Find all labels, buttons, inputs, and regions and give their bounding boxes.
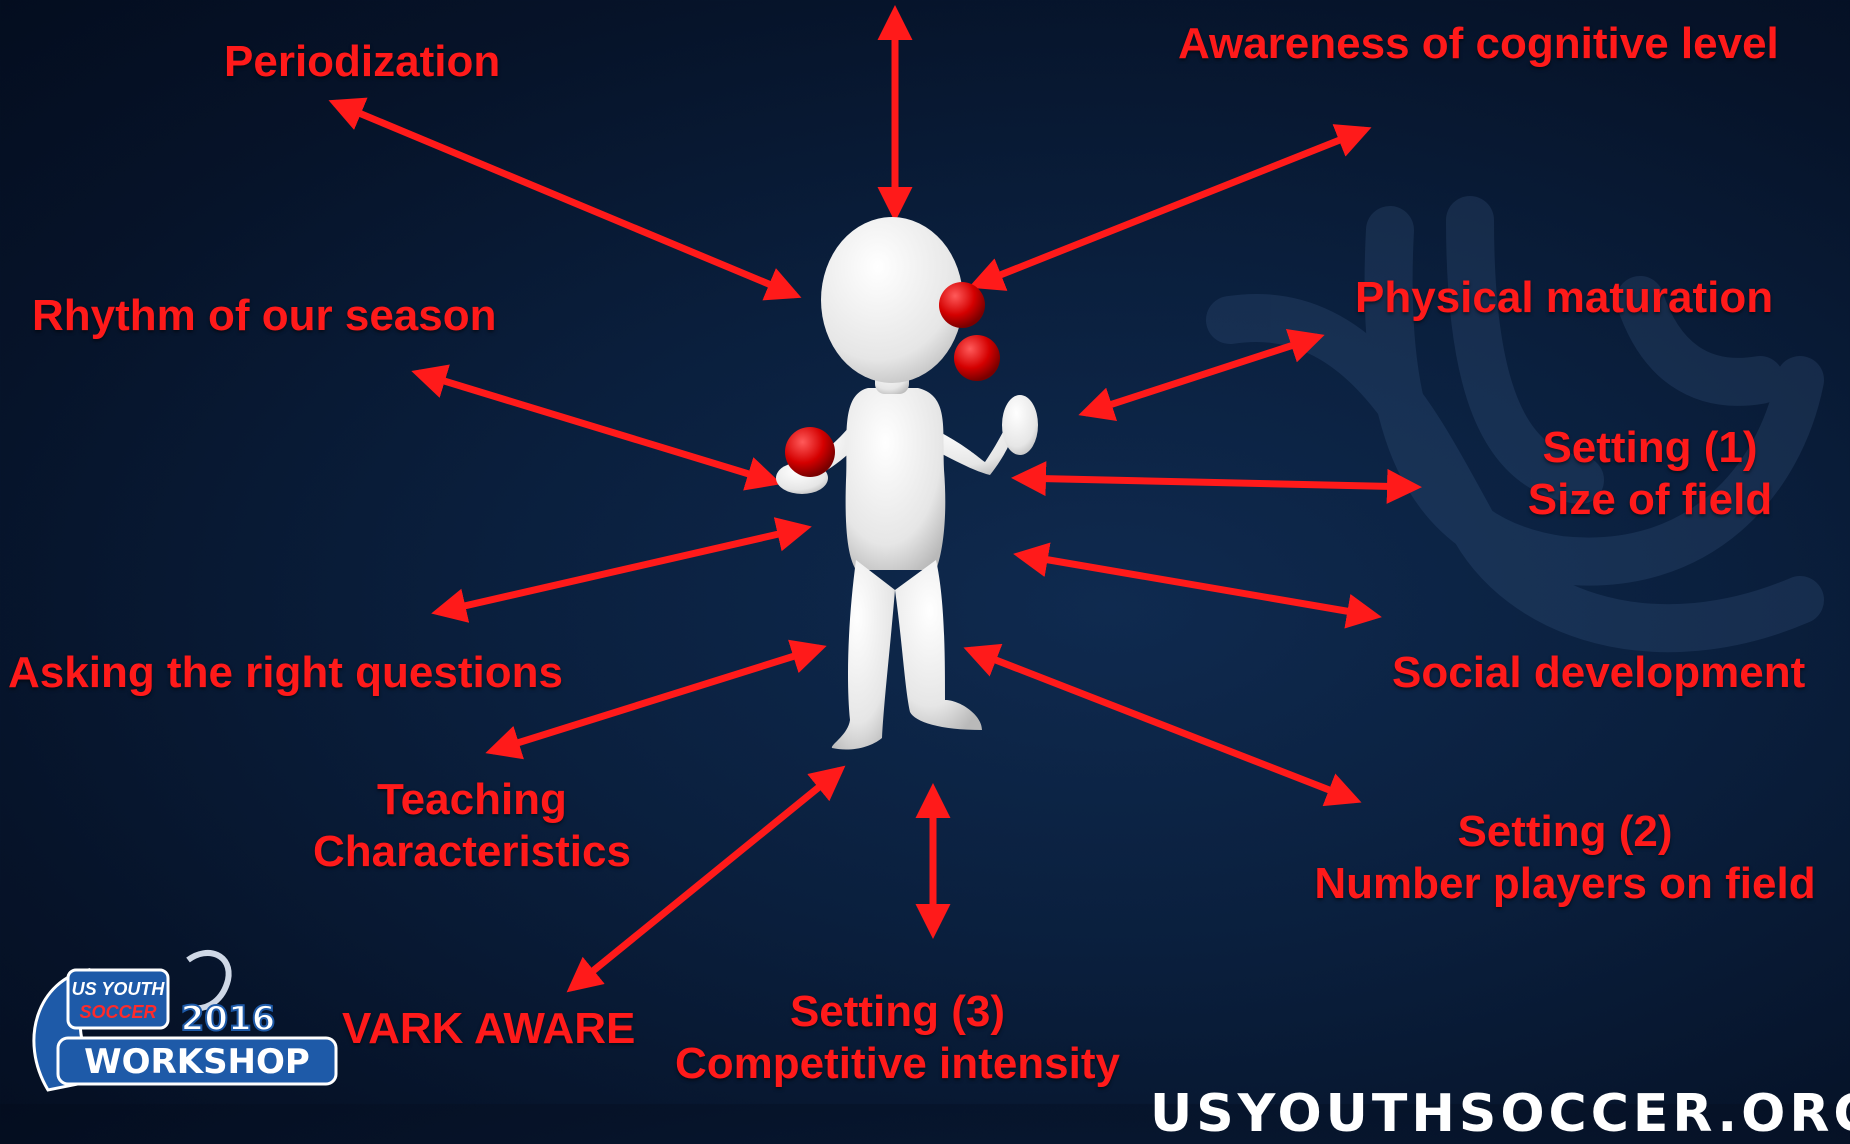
logo-year: 2016 bbox=[181, 999, 276, 1039]
juggling-ball-middle bbox=[954, 335, 1000, 381]
juggler-figure bbox=[776, 217, 1038, 750]
label-setting3: Setting (3) Competitive intensity bbox=[650, 986, 1145, 1090]
label-setting3-line2: Competitive intensity bbox=[675, 1038, 1120, 1088]
label-social: Social development bbox=[1392, 648, 1806, 697]
logo-word-band bbox=[56, 1036, 338, 1086]
label-setting1-line2: Size of field bbox=[1527, 474, 1773, 524]
label-asking: Asking the right questions bbox=[8, 648, 563, 697]
label-awareness: Awareness of cognitive level bbox=[1178, 19, 1779, 68]
workshop-logo: US YOUTH SOCCER 2016 WORKSHOP bbox=[32, 949, 338, 1092]
label-periodization: Periodization bbox=[224, 37, 501, 86]
juggling-ball-top bbox=[939, 282, 985, 328]
label-rhythm: Rhythm of our season bbox=[32, 291, 497, 340]
label-teaching: Teaching Characteristics bbox=[302, 774, 642, 878]
arrow-social bbox=[1013, 542, 1382, 629]
arrow-vark bbox=[566, 765, 846, 993]
arrow-periodization bbox=[328, 97, 802, 301]
label-physical: Physical maturation bbox=[1355, 273, 1774, 322]
figure-right-hand bbox=[1002, 395, 1038, 455]
arrows bbox=[328, 5, 1422, 993]
arrow-setting2 bbox=[963, 643, 1362, 807]
arrow-teaching bbox=[485, 639, 827, 760]
background-emblem bbox=[1206, 196, 1824, 653]
label-setting1: Setting (1) Size of field bbox=[1510, 422, 1790, 526]
figure-right-leg bbox=[895, 560, 982, 730]
arrow-setting1 bbox=[1011, 461, 1422, 504]
logo-badge bbox=[66, 968, 170, 1030]
arrow-rhythm bbox=[411, 364, 782, 491]
label-setting3-line1: Setting (3) bbox=[789, 987, 1006, 1036]
logo-word: WORKSHOP bbox=[84, 1042, 310, 1082]
diagram-canvas bbox=[328, 5, 1824, 993]
figure-torso bbox=[845, 388, 946, 570]
logo-figure-icon bbox=[186, 949, 232, 1012]
arrow-physical bbox=[1078, 329, 1325, 421]
label-setting2: Setting (2) Number players on field bbox=[1295, 806, 1835, 910]
label-setting2-line2: Number players on field bbox=[1314, 858, 1816, 908]
juggling-ball-hand bbox=[785, 427, 835, 477]
figure-right-arm bbox=[915, 408, 1022, 475]
label-setting2-line1: Setting (2) bbox=[1457, 807, 1673, 856]
footer-url: USYOUTHSOCCER.ORG bbox=[1150, 1084, 1850, 1144]
arrow-awareness bbox=[968, 124, 1372, 291]
figure-left-leg bbox=[831, 560, 895, 750]
figure-head bbox=[821, 217, 963, 383]
arrow-asking bbox=[431, 517, 812, 623]
logo-line2: SOCCER bbox=[79, 1002, 156, 1022]
label-vark: VARK AWARE bbox=[342, 1004, 636, 1053]
logo-line1: US YOUTH bbox=[72, 979, 166, 999]
label-setting1-line1: Setting (1) bbox=[1542, 423, 1758, 472]
label-teaching-line1: Teaching bbox=[377, 775, 567, 824]
label-teaching-line2: Characteristics bbox=[313, 826, 631, 876]
